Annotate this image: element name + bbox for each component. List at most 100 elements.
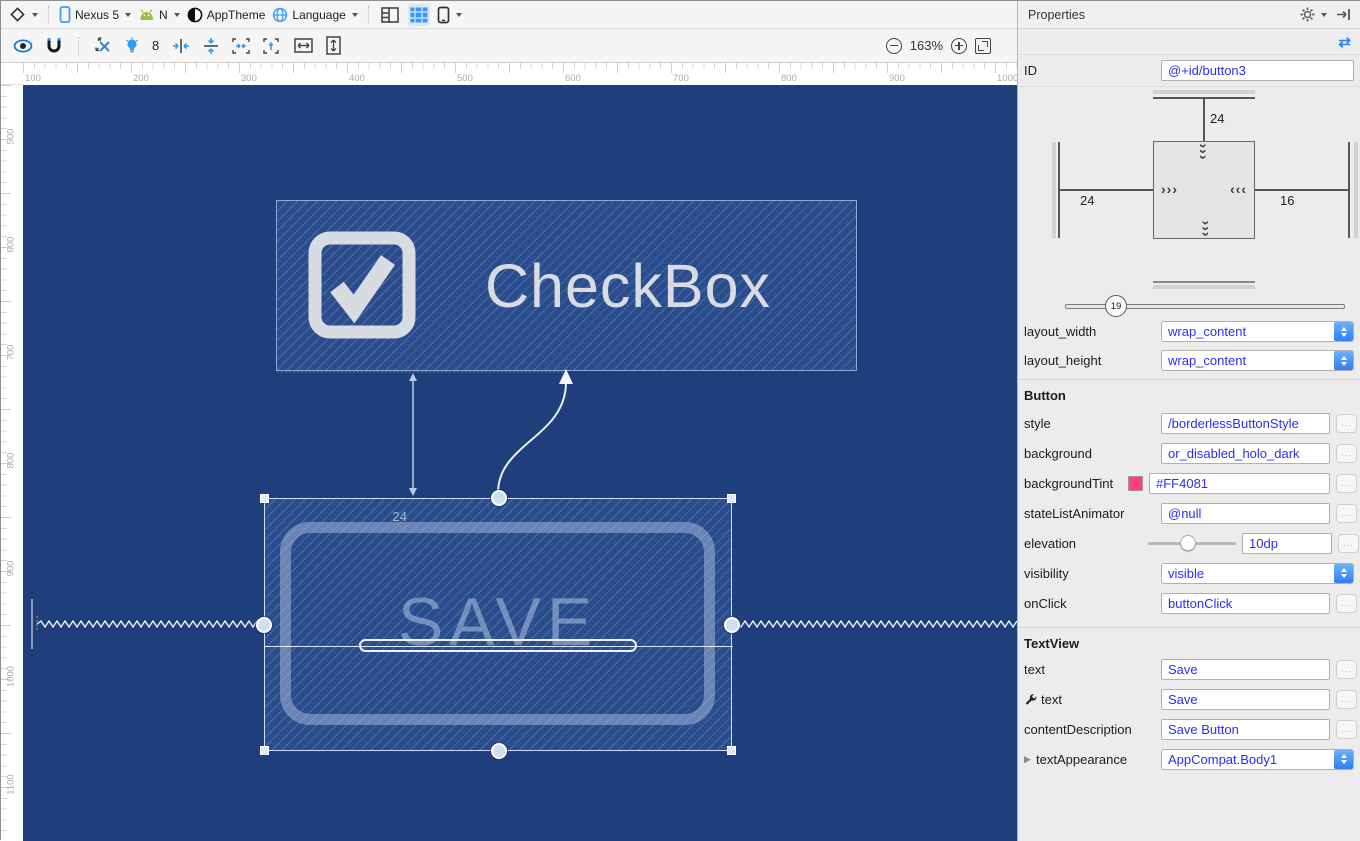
expand-horizontally-icon[interactable] xyxy=(294,38,313,53)
background-input[interactable]: or_disabled_holo_dark xyxy=(1161,442,1330,464)
pack-vertically-icon[interactable] xyxy=(263,37,281,54)
style-browse-button[interactable]: ... xyxy=(1336,413,1357,433)
elevation-input[interactable]: 10dp xyxy=(1242,532,1332,554)
constraint-anchor-left[interactable] xyxy=(256,617,272,633)
id-row: ID @+id/button3 xyxy=(1018,55,1360,87)
center-vertically-icon[interactable] xyxy=(203,37,219,55)
ruler-label: 500 xyxy=(5,128,17,145)
button-outline xyxy=(280,522,715,725)
resize-handle-bottom-right[interactable] xyxy=(727,746,736,755)
ruler-label: 800 xyxy=(5,452,17,469)
onclick-input[interactable]: buttonClick xyxy=(1161,592,1330,614)
default-margin-button[interactable]: 8 xyxy=(152,38,160,53)
constraint-top-line[interactable] xyxy=(1203,97,1205,141)
language-selector[interactable]: Language xyxy=(272,7,358,23)
margin-left-value[interactable]: 24 xyxy=(1080,193,1095,208)
constraint-anchor-top[interactable] xyxy=(491,490,507,506)
autoconnect-icon[interactable] xyxy=(46,37,62,54)
baseline-handle[interactable] xyxy=(359,639,637,652)
globe-icon xyxy=(273,7,288,22)
background-tint-label: backgroundTint xyxy=(1024,475,1114,491)
theme-selector[interactable]: AppTheme xyxy=(187,7,265,23)
dropdown-stepper-icon xyxy=(1334,322,1353,341)
ruler-corner xyxy=(1,63,23,85)
center-horizontally-icon[interactable] xyxy=(172,38,190,54)
bias-slider-track[interactable] xyxy=(1065,304,1345,309)
state-list-animator-row: stateListAnimator @null ... xyxy=(1018,498,1360,528)
background-tint-browse-button[interactable]: ... xyxy=(1336,473,1357,493)
tools-text-label: text xyxy=(1041,691,1062,707)
blueprint-canvas[interactable]: CheckBox 24 SAVE xyxy=(23,85,1017,841)
onclick-browse-button[interactable]: ... xyxy=(1336,593,1357,613)
clear-constraints-icon[interactable] xyxy=(95,37,112,54)
text-appearance-row: textAppearance AppCompat.Body1 xyxy=(1018,744,1360,774)
layout-height-select[interactable]: wrap_content xyxy=(1161,350,1354,371)
text-input[interactable]: Save xyxy=(1161,658,1330,680)
fixed-size-icon[interactable]: ‹‹‹ xyxy=(1196,219,1212,237)
properties-subtoolbar: ⇄ xyxy=(1018,29,1360,55)
elevation-slider[interactable] xyxy=(1144,533,1240,553)
view-all-properties-icon[interactable]: ⇄ xyxy=(1338,33,1351,51)
visibility-row: visibility visible xyxy=(1018,558,1360,588)
api-version-selector[interactable]: N xyxy=(138,8,180,22)
fixed-size-icon[interactable]: ››› xyxy=(1161,181,1178,198)
id-input[interactable]: @+id/button3 xyxy=(1161,60,1354,81)
zoom-out-button[interactable] xyxy=(885,37,902,54)
device-selector[interactable]: Nexus 5 xyxy=(59,6,132,23)
orientation-selector[interactable] xyxy=(9,6,38,23)
content-description-input[interactable]: Save Button xyxy=(1161,718,1330,740)
content-description-browse-button[interactable]: ... xyxy=(1336,719,1357,739)
style-input[interactable]: /borderlessButtonStyle xyxy=(1161,412,1330,434)
inspector-widget-square[interactable]: ››› ‹‹‹ ››› ‹‹‹ xyxy=(1153,141,1255,239)
panel-settings-button[interactable] xyxy=(1300,7,1327,22)
tools-text-browse-button[interactable]: ... xyxy=(1336,689,1357,709)
elevation-label: elevation xyxy=(1024,535,1077,551)
elevation-slider-handle[interactable] xyxy=(1180,535,1196,551)
infer-constraints-icon[interactable] xyxy=(125,37,139,54)
ruler-label: 1100 xyxy=(5,774,17,795)
zoom-in-button[interactable] xyxy=(951,37,967,54)
resize-handle-top-left[interactable] xyxy=(260,494,269,503)
resize-handle-top-right[interactable] xyxy=(727,494,736,503)
text-appearance-select[interactable]: AppCompat.Body1 xyxy=(1161,748,1354,770)
tools-text-input[interactable]: Save xyxy=(1161,688,1330,710)
constraint-left-line[interactable] xyxy=(1059,189,1153,191)
visibility-select[interactable]: visible xyxy=(1161,562,1354,584)
checkbox-widget[interactable]: CheckBox xyxy=(276,200,857,371)
device-preview-button[interactable] xyxy=(437,6,462,24)
expand-vertically-icon[interactable] xyxy=(326,36,341,55)
zoom-fit-button[interactable] xyxy=(975,37,991,54)
design-view-button[interactable] xyxy=(379,4,401,26)
background-browse-button[interactable]: ... xyxy=(1336,443,1357,463)
layout-width-select[interactable]: wrap_content xyxy=(1161,321,1354,342)
divider xyxy=(48,5,49,24)
margin-top-value[interactable]: 24 xyxy=(1210,111,1225,126)
hide-panel-icon[interactable] xyxy=(1336,8,1351,21)
pack-horizontally-icon[interactable] xyxy=(232,37,250,54)
zoom-level: 163% xyxy=(909,38,943,53)
margin-right-value[interactable]: 16 xyxy=(1280,193,1295,208)
resize-handle-bottom-left[interactable] xyxy=(260,746,269,755)
background-tint-input[interactable]: #FF4081 xyxy=(1149,472,1330,494)
theme-icon xyxy=(187,7,203,22)
constraint-right-line[interactable] xyxy=(1255,189,1348,191)
constraint-anchor-right[interactable] xyxy=(724,617,740,633)
elevation-browse-button[interactable]: ... xyxy=(1338,533,1359,553)
ruler-label: 500 xyxy=(457,73,473,84)
bias-slider-handle[interactable]: 19 xyxy=(1105,295,1127,317)
blueprint-view-button[interactable] xyxy=(407,3,430,26)
layout-height-label: layout_height xyxy=(1024,353,1102,368)
blueprint-view-icon xyxy=(409,6,428,23)
constraint-anchor-bottom[interactable] xyxy=(491,743,507,759)
show-constraints-icon[interactable] xyxy=(13,39,33,53)
save-button-widget[interactable]: SAVE xyxy=(256,490,740,759)
state-list-animator-input[interactable]: @null xyxy=(1161,502,1330,524)
state-list-animator-browse-button[interactable]: ... xyxy=(1336,503,1357,523)
expand-arrow-icon[interactable] xyxy=(1024,754,1036,765)
text-browse-button[interactable]: ... xyxy=(1336,659,1357,679)
ruler-label: 1000 xyxy=(5,665,17,688)
fixed-size-icon[interactable]: ‹‹‹ xyxy=(1230,181,1247,198)
color-swatch[interactable] xyxy=(1128,475,1143,491)
fixed-size-icon[interactable]: ››› xyxy=(1196,143,1212,161)
